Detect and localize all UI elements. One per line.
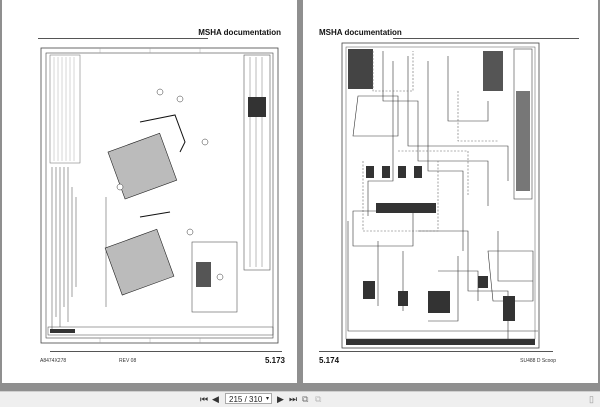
panel-toggle-icon[interactable]: ▯	[589, 394, 594, 404]
last-page-icon[interactable]: ⏭	[289, 394, 298, 404]
page-number-field[interactable]: 215 / 310▾	[225, 393, 272, 404]
engine-assembly-drawing	[40, 47, 279, 344]
prev-page-icon[interactable]: ◀	[212, 394, 219, 404]
hydraulic-schematic	[341, 42, 540, 349]
paste-page-icon[interactable]: ⧉	[315, 394, 322, 404]
page-navigation-toolbar: ⏮ ◀ 215 / 310▾ ▶ ⏭ ⧉ ⧉ ▯	[0, 391, 600, 407]
page-header: MSHA documentation	[198, 28, 281, 37]
model-label: SU488 D Scoop	[520, 358, 556, 364]
header-rule	[393, 38, 579, 39]
revision-label: REV 08	[119, 358, 137, 364]
page-header: MSHA documentation	[319, 28, 402, 37]
page-number: 5.173	[264, 356, 285, 365]
document-page-right: MSHA documentation 5.174 SU488 D Scoop	[303, 0, 598, 383]
header-rule	[38, 38, 208, 39]
chevron-down-icon[interactable]: ▾	[265, 396, 269, 402]
document-page-left: MSHA documentation A8474X278 REV 08 5.17…	[2, 0, 297, 383]
next-page-icon[interactable]: ▶	[277, 394, 284, 404]
copy-page-icon[interactable]: ⧉	[302, 394, 309, 404]
first-page-icon[interactable]: ⏮	[200, 394, 209, 404]
page-number: 5.174	[319, 356, 340, 365]
document-code: A8474X278	[40, 358, 67, 364]
page-number-value: 215 / 310	[229, 395, 263, 404]
footer-rule	[319, 351, 553, 352]
footer-rule	[50, 351, 282, 352]
